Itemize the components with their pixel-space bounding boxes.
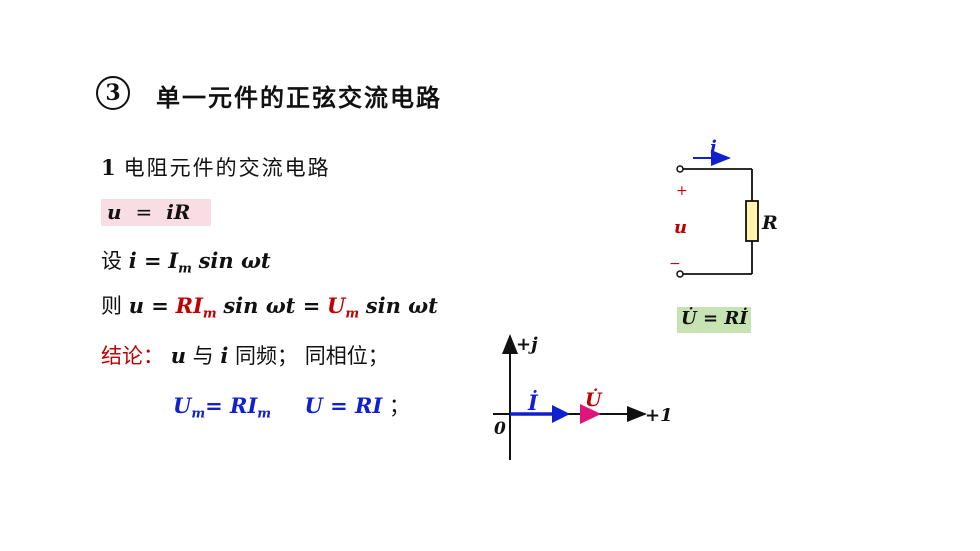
result-tail: ；	[388, 394, 410, 418]
imag-axis-label: +j	[516, 334, 538, 355]
eq-equals: =	[135, 200, 153, 224]
conclusion-label: 结论：	[101, 344, 164, 368]
section-title: 电阻元件的交流电路	[123, 156, 331, 180]
then-mid: sin ωt =	[223, 293, 321, 318]
real-axis-label: +1	[645, 405, 673, 426]
result-eq1: = RI	[205, 393, 258, 418]
resistor-label: R	[761, 212, 778, 234]
current-phasor-arrowhead	[552, 405, 570, 423]
result-Um: U	[173, 393, 192, 418]
resistor-icon	[745, 200, 759, 242]
result-m2: m	[257, 406, 272, 422]
conclusion-i: i	[220, 343, 229, 368]
section-number: 1	[101, 155, 116, 180]
then-m1: m	[202, 306, 217, 322]
phasor-equation-box	[677, 307, 751, 333]
conclusion-line: 结论： u 与 i 同频； 同相位；	[101, 340, 389, 370]
phasor-equation: U̇ = Rİ	[681, 308, 748, 329]
then-Um: U	[326, 293, 346, 318]
assume-rest: sin ωt	[198, 248, 271, 273]
assume-Im: I	[168, 248, 179, 273]
heading-number: 3	[105, 80, 121, 106]
phasor-diagram: +j +1 0 İ U̇	[493, 334, 673, 460]
conclusion-u: u	[170, 343, 186, 368]
then-prefix: 则	[101, 294, 122, 318]
assume-current-line: 设 i = Im sin ωt	[101, 245, 271, 277]
current-phasor-label: İ	[527, 390, 539, 415]
bottom-terminal	[676, 270, 684, 278]
current-label: i	[710, 137, 717, 158]
ohm-law-equation: u = iR	[107, 200, 190, 224]
page-title: 单一元件的正弦交流电路	[156, 84, 442, 112]
then-RIm: RI	[175, 293, 203, 318]
voltage-derivation-line: 则 u = RIm sin ωt = Um sin ωt	[101, 290, 438, 322]
minus-sign: −	[669, 256, 681, 272]
origin-label: 0	[494, 419, 506, 439]
voltage-label: u	[674, 217, 687, 238]
top-terminal	[676, 165, 684, 173]
section-heading: 1 电阻元件的交流电路	[101, 152, 331, 182]
plus-sign: +	[676, 183, 688, 199]
conclusion-same-freq: 同频；	[235, 344, 299, 368]
eq-u: u	[107, 200, 122, 224]
assume-m: m	[178, 261, 192, 277]
conclusion-yu: 与	[192, 344, 214, 368]
conclusion-same-phase: 同相位；	[304, 344, 389, 368]
voltage-phasor-label: U̇	[585, 389, 603, 411]
voltage-phasor-arrowhead	[580, 404, 601, 424]
then-lhs: u =	[128, 293, 169, 318]
result-line: Um= RIm U = RI ；	[173, 390, 410, 422]
assume-prefix: 设	[101, 249, 122, 273]
result-eq2: U = RI	[304, 393, 383, 418]
result-m1: m	[191, 406, 206, 422]
heading-number-circle: 3	[96, 76, 130, 110]
assume-lhs: i =	[128, 248, 162, 273]
eq-rhs: iR	[166, 200, 191, 224]
equation-highlight	[101, 199, 211, 226]
then-rest: sin ωt	[365, 293, 438, 318]
resistor-circuit: i + u − R	[669, 137, 778, 278]
then-m2: m	[345, 306, 360, 322]
